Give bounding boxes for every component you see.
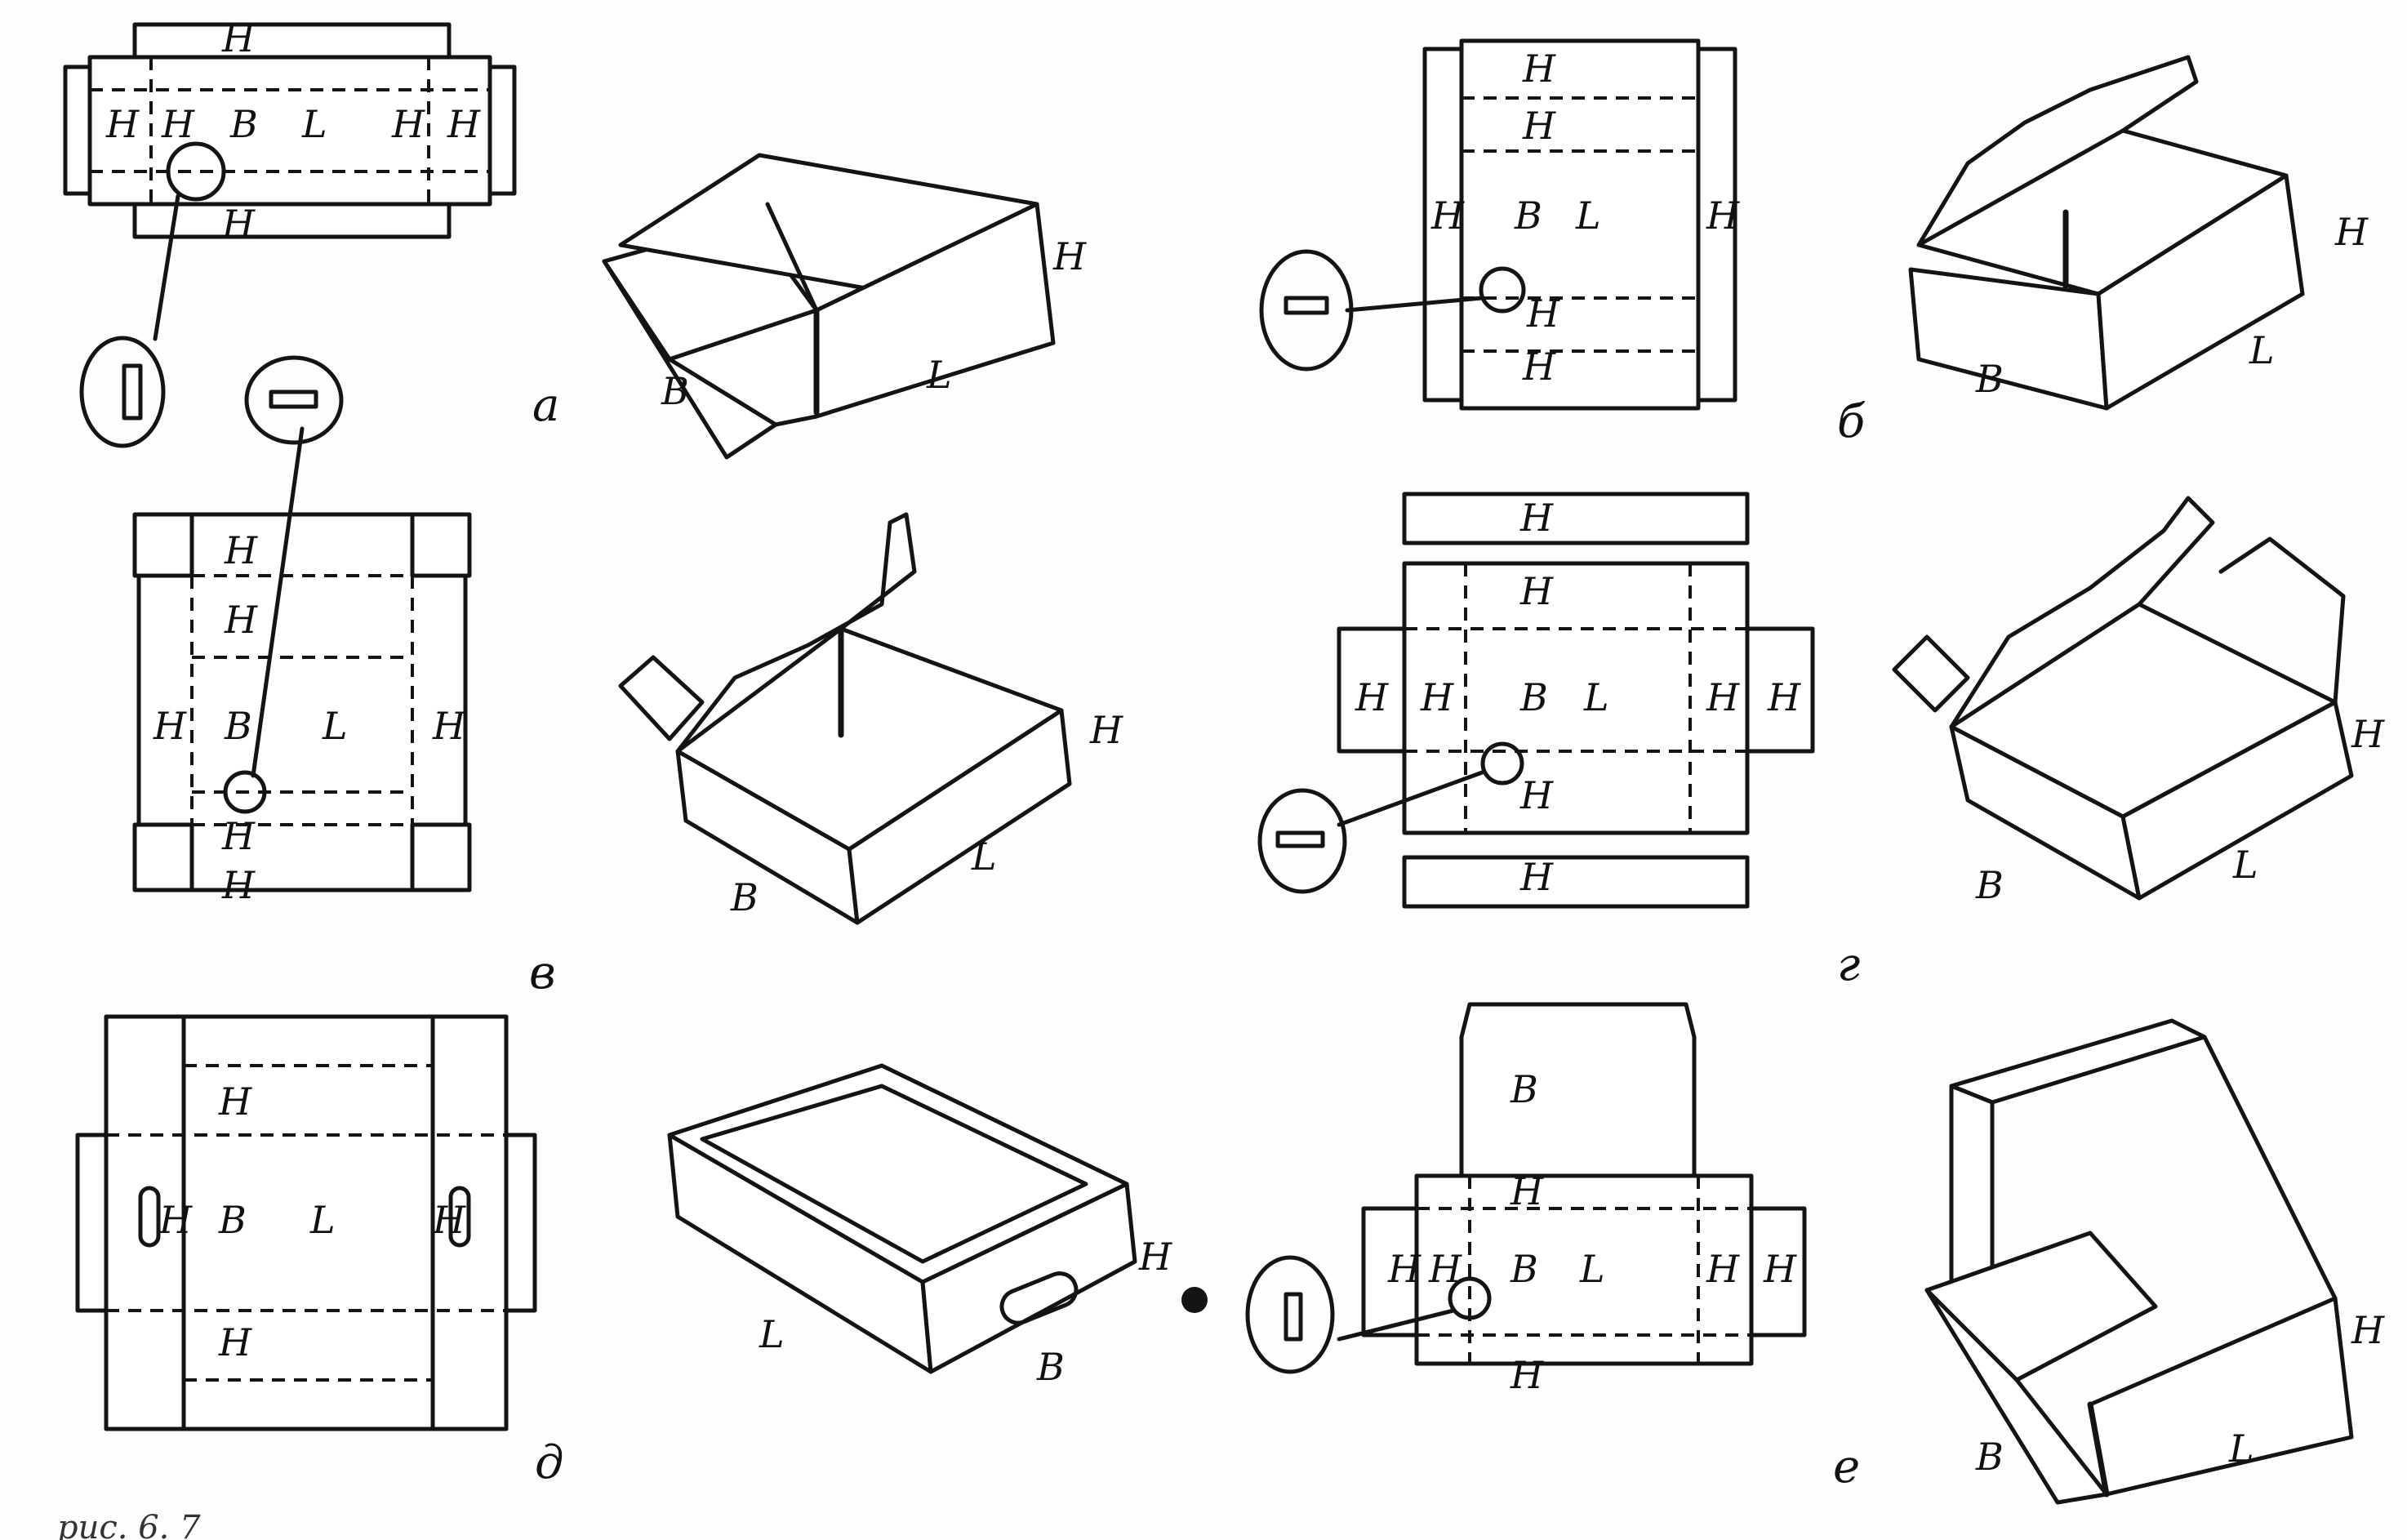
panel-b-box (1908, 55, 2305, 411)
panel-v-box (618, 512, 1072, 925)
print-speck (1181, 1287, 1208, 1313)
panel-d-box (667, 1063, 1137, 1374)
panel-b-blank (1259, 38, 1737, 411)
panel-d-blank (75, 1014, 537, 1431)
panel-e-blank (1245, 1002, 1807, 1374)
panel-g-box (1892, 496, 2354, 901)
panel-e-box (1924, 1018, 2354, 1505)
panel-a-box (602, 153, 1056, 460)
panel-v-blank (132, 355, 472, 892)
panel-g-blank (1257, 492, 1815, 909)
panel-a-blank (63, 22, 517, 448)
